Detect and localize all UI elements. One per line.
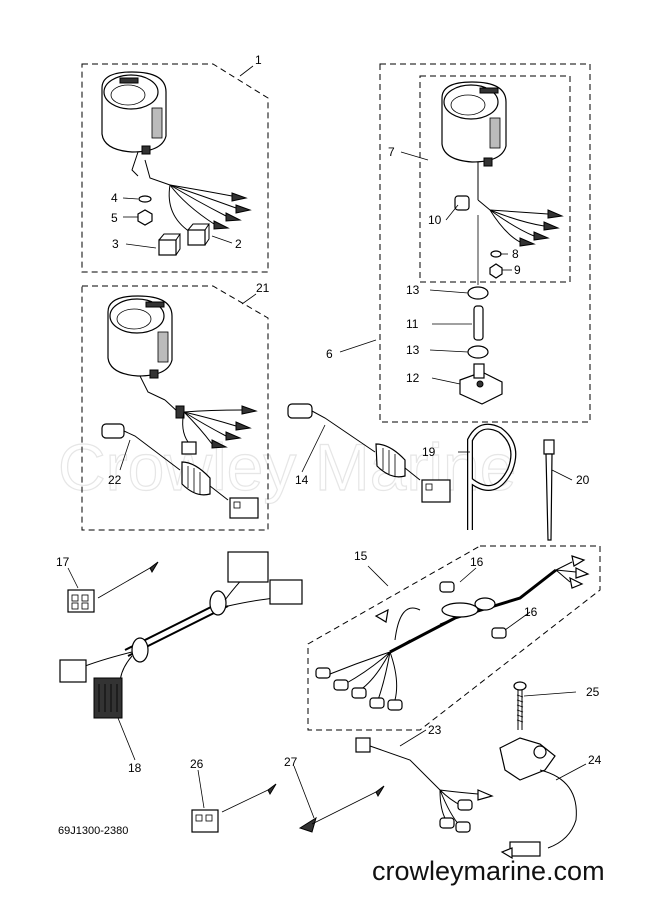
group-box-6 [379,63,591,423]
callout-21: 21 [256,281,270,295]
main-harness-18[interactable] [59,551,303,719]
arrow-27-line [311,791,377,825]
callout-3: 3 [112,237,119,251]
tube-19[interactable] [467,423,517,530]
arrow-17-head [149,561,159,574]
callout-12: 12 [406,371,420,385]
callout-9: 9 [514,263,521,277]
arrow-27-tail [298,816,317,833]
callout-15: 15 [354,549,368,563]
diagram-code: 69J1300-2380 [58,825,128,837]
arrow-17-line [97,567,151,599]
tachometer-gauge-21[interactable] [107,295,173,401]
washer-4[interactable] [138,195,152,203]
cable-22[interactable] [101,423,259,519]
group-box-21 [81,285,269,531]
nut-5[interactable] [137,209,153,226]
gauge-21-harness [164,399,258,455]
callout-23: 23 [428,723,442,737]
callout-6: 6 [326,347,333,361]
callout-11: 11 [406,317,419,331]
callout-20: 20 [576,473,590,487]
callout-16-upper: 16 [470,555,484,569]
arrow-26-line [221,789,269,813]
callout-25: 25 [586,685,600,699]
callout-17: 17 [56,555,70,569]
connector-3[interactable] [158,233,181,256]
callout-18: 18 [128,761,142,775]
terminal-16-upper[interactable] [439,581,455,593]
callout-26: 26 [190,757,204,771]
clip-13-lower[interactable] [467,345,489,359]
nut-9[interactable] [489,263,503,279]
cable-14[interactable] [287,403,451,503]
callout-1: 1 [255,53,262,67]
speedometer-gauge-7[interactable] [441,81,507,200]
arrow-26-head [267,783,277,796]
group-box-7 [419,75,571,283]
callout-22: 22 [108,473,122,487]
cable-tie-20[interactable] [543,439,555,541]
speedometer-gauge-1[interactable] [101,71,167,177]
callout-16-lower: 16 [524,605,538,619]
callout-2: 2 [235,237,242,251]
callout-8: 8 [512,247,519,261]
screw-25[interactable] [513,681,527,730]
site-caption: crowleymarine.com [372,856,605,886]
harness-23[interactable] [355,737,494,833]
pitot-sensor-12[interactable] [459,363,503,405]
washer-8[interactable] [490,250,502,258]
leader-lines [67,65,587,819]
callout-7: 7 [388,145,395,159]
coupler-26[interactable] [191,809,219,833]
coupler-17[interactable] [67,589,95,613]
group-box-1 [81,63,269,273]
pipe-joint-10[interactable] [454,195,470,211]
group-box-15 [307,545,601,731]
callout-14: 14 [295,473,309,487]
callout-24: 24 [588,753,602,767]
callout-13-lower: 13 [406,343,420,357]
connector-2[interactable] [187,223,210,246]
harness-15[interactable] [315,555,590,711]
callout-10: 10 [428,213,442,227]
callout-19: 19 [422,445,436,459]
bracket-24[interactable] [499,737,577,860]
callout-5: 5 [111,211,118,225]
gauge-7-harness [477,199,564,247]
gauge-1-harness [144,159,252,233]
clip-13-upper[interactable] [467,286,489,300]
arrow-27-head [375,785,385,798]
joint-11[interactable] [473,305,484,341]
callout-13-upper: 13 [406,283,420,297]
terminal-16-lower[interactable] [491,627,507,639]
callout-4: 4 [111,191,118,205]
callout-27: 27 [284,755,298,769]
